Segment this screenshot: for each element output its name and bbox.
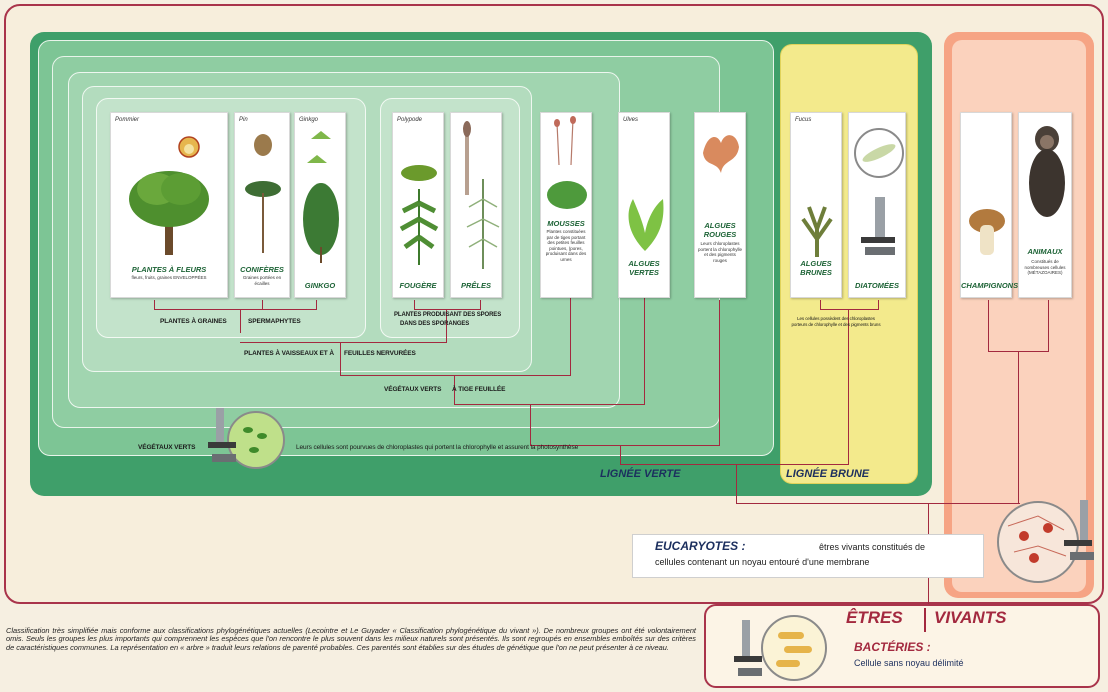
bacteria-microscope-illustration xyxy=(732,608,840,686)
lignee-brune-label: LIGNÉE BRUNE xyxy=(786,468,869,480)
tree-line xyxy=(820,309,879,310)
chlorophylle-note: Leurs cellules sont pourvues de chloropl… xyxy=(296,444,578,451)
tree-line xyxy=(340,375,570,376)
card-desc: Graines portées en écailles xyxy=(237,275,287,286)
tree-line xyxy=(736,464,737,504)
card-desc: Constitués de nombreuses cellules (MÉTAZ… xyxy=(1021,259,1069,276)
classification-note: Classification très simplifiée mais conf… xyxy=(6,627,696,652)
bacteries-title: BACTÉRIES : xyxy=(854,640,931,654)
card-name: ALGUES ROUGES xyxy=(695,221,745,239)
card-name: PLANTES À FLEURS xyxy=(111,265,227,274)
card-name: FOUGÈRE xyxy=(393,281,443,290)
diatom-microscope-illustration xyxy=(847,127,909,263)
card-champignons: CHAMPIGNONS xyxy=(960,112,1012,298)
card-algues-vertes: Ulves ALGUES VERTES xyxy=(618,112,670,298)
ginkgo-illustration xyxy=(297,127,345,267)
card-coniferes: Pin CONIFÈRES Graines portées en écaille… xyxy=(234,112,290,298)
tree-line xyxy=(240,309,241,333)
tree-line xyxy=(988,300,989,352)
card-name: MOUSSES xyxy=(541,219,591,228)
ulva-illustration xyxy=(623,193,667,253)
card-desc: fleurs, fruits, graines ENVELOPPÉES xyxy=(113,275,225,281)
pine-illustration xyxy=(239,129,287,259)
tree-line xyxy=(644,298,645,405)
group-label-plantes-a-graines: PLANTES À GRAINES xyxy=(160,318,227,325)
card-algues-rouges: ALGUES ROUGES Leurs chloroplastes porten… xyxy=(694,112,746,298)
vivants-label: VIVANTS xyxy=(934,608,1006,628)
card-caption: Ulves xyxy=(623,117,638,123)
red-algae-illustration xyxy=(697,123,745,183)
eucaryotes-title: EUCARYOTES : xyxy=(655,539,745,553)
card-name: DIATOMÉES xyxy=(849,281,905,290)
horsetail-illustration xyxy=(453,119,501,269)
tree-line xyxy=(848,309,849,465)
card-name: PRÊLES xyxy=(451,281,501,290)
tree-line xyxy=(570,298,571,376)
group-label-tige-feuillee: À TIGE FEUILLÉE xyxy=(452,386,505,393)
card-caption: Pin xyxy=(239,117,248,123)
group-label-vegetaux-verts: VÉGÉTAUX VERTS xyxy=(138,444,195,451)
card-caption: Ginkgo xyxy=(299,117,318,123)
card-name: ANIMAUX xyxy=(1019,247,1071,256)
group-label-plantes-spores: PLANTES PRODUISANT DES SPORES xyxy=(394,312,501,318)
group-label-sporanges: DANS DES SPORANGES xyxy=(400,321,469,327)
tree-line xyxy=(340,342,341,376)
tree-line xyxy=(719,300,720,446)
fern-illustration xyxy=(395,153,443,273)
tree-line xyxy=(620,464,848,465)
tree-line xyxy=(154,309,317,310)
card-caption: Pommier xyxy=(115,117,139,123)
eukaryote-cells-microscope-illustration xyxy=(994,496,1098,588)
tree-line xyxy=(530,404,531,446)
mushroom-illustration xyxy=(963,203,1011,263)
card-caption: Fucus xyxy=(795,117,811,123)
lignee-verte-label: LIGNÉE VERTE xyxy=(600,468,680,480)
card-desc: Plantes constituées par de tiges portant… xyxy=(543,229,589,262)
card-plantes-a-fleurs: Pommier PLANTES À FLEURS fleurs, fruits,… xyxy=(110,112,228,298)
tree-line xyxy=(736,503,1020,504)
card-animaux: ANIMAUX Constitués de nombreuses cellule… xyxy=(1018,112,1072,298)
group-label-vasculaires: PLANTES À VAISSEAUX ET À xyxy=(244,350,334,357)
chimpanzee-illustration xyxy=(1023,121,1069,241)
group-label-nervurees: FEUILLES NERVURÉES xyxy=(344,350,416,357)
card-caption: Polypode xyxy=(397,117,422,123)
eucaryotes-text-a: êtres vivants constitués de xyxy=(819,542,925,552)
tree-line xyxy=(414,309,481,310)
eucaryotes-box: EUCARYOTES : êtres vivants constitués de… xyxy=(632,534,984,578)
etres-label: ÊTRES xyxy=(846,608,903,628)
etres-vivants-box: ÊTRES VIVANTS BACTÉRIES : Cellule sans n… xyxy=(704,604,1100,688)
fucus-illustration xyxy=(793,199,841,259)
card-algues-brunes: Fucus ALGUES BRUNES xyxy=(790,112,842,298)
card-fougere: Polypode FOUGÈRE xyxy=(392,112,444,298)
card-name: ALGUES BRUNES xyxy=(791,259,841,277)
card-preles: PRÊLES xyxy=(450,112,502,298)
group-label-vegetaux-verts-tige: VÉGÉTAUX VERTS xyxy=(384,386,441,393)
microscope-green-cells-illustration xyxy=(204,400,290,472)
eucaryotes-text-b: cellules contenant un noyau entouré d'un… xyxy=(655,557,869,567)
tree-line xyxy=(1048,300,1049,352)
card-name: CONIFÈRES xyxy=(235,265,289,274)
tree-line xyxy=(454,404,644,405)
card-diatomees: DIATOMÉES xyxy=(848,112,906,298)
card-ginkgo: Ginkgo GINKGO xyxy=(294,112,346,298)
lignee-brune-note: Les cellules possèdent des chloroplastes… xyxy=(790,316,882,328)
bacteries-text: Cellule sans noyau délimité xyxy=(854,658,964,668)
card-name: GINKGO xyxy=(295,281,345,290)
card-desc: Leurs chloroplastes portent la chlorophy… xyxy=(697,241,743,263)
moss-illustration xyxy=(543,115,591,215)
etres-vivants-divider xyxy=(924,608,926,632)
card-name: ALGUES VERTES xyxy=(619,259,669,277)
card-name: CHAMPIGNONS xyxy=(961,281,1011,290)
tree-line xyxy=(240,342,447,343)
apple-tree-illustration xyxy=(123,133,217,261)
tree-line xyxy=(620,445,621,465)
group-label-spermaphytes: SPERMAPHYTES xyxy=(248,318,301,325)
card-mousses: MOUSSES Plantes constituées par de tiges… xyxy=(540,112,592,298)
tree-line xyxy=(1018,351,1019,504)
